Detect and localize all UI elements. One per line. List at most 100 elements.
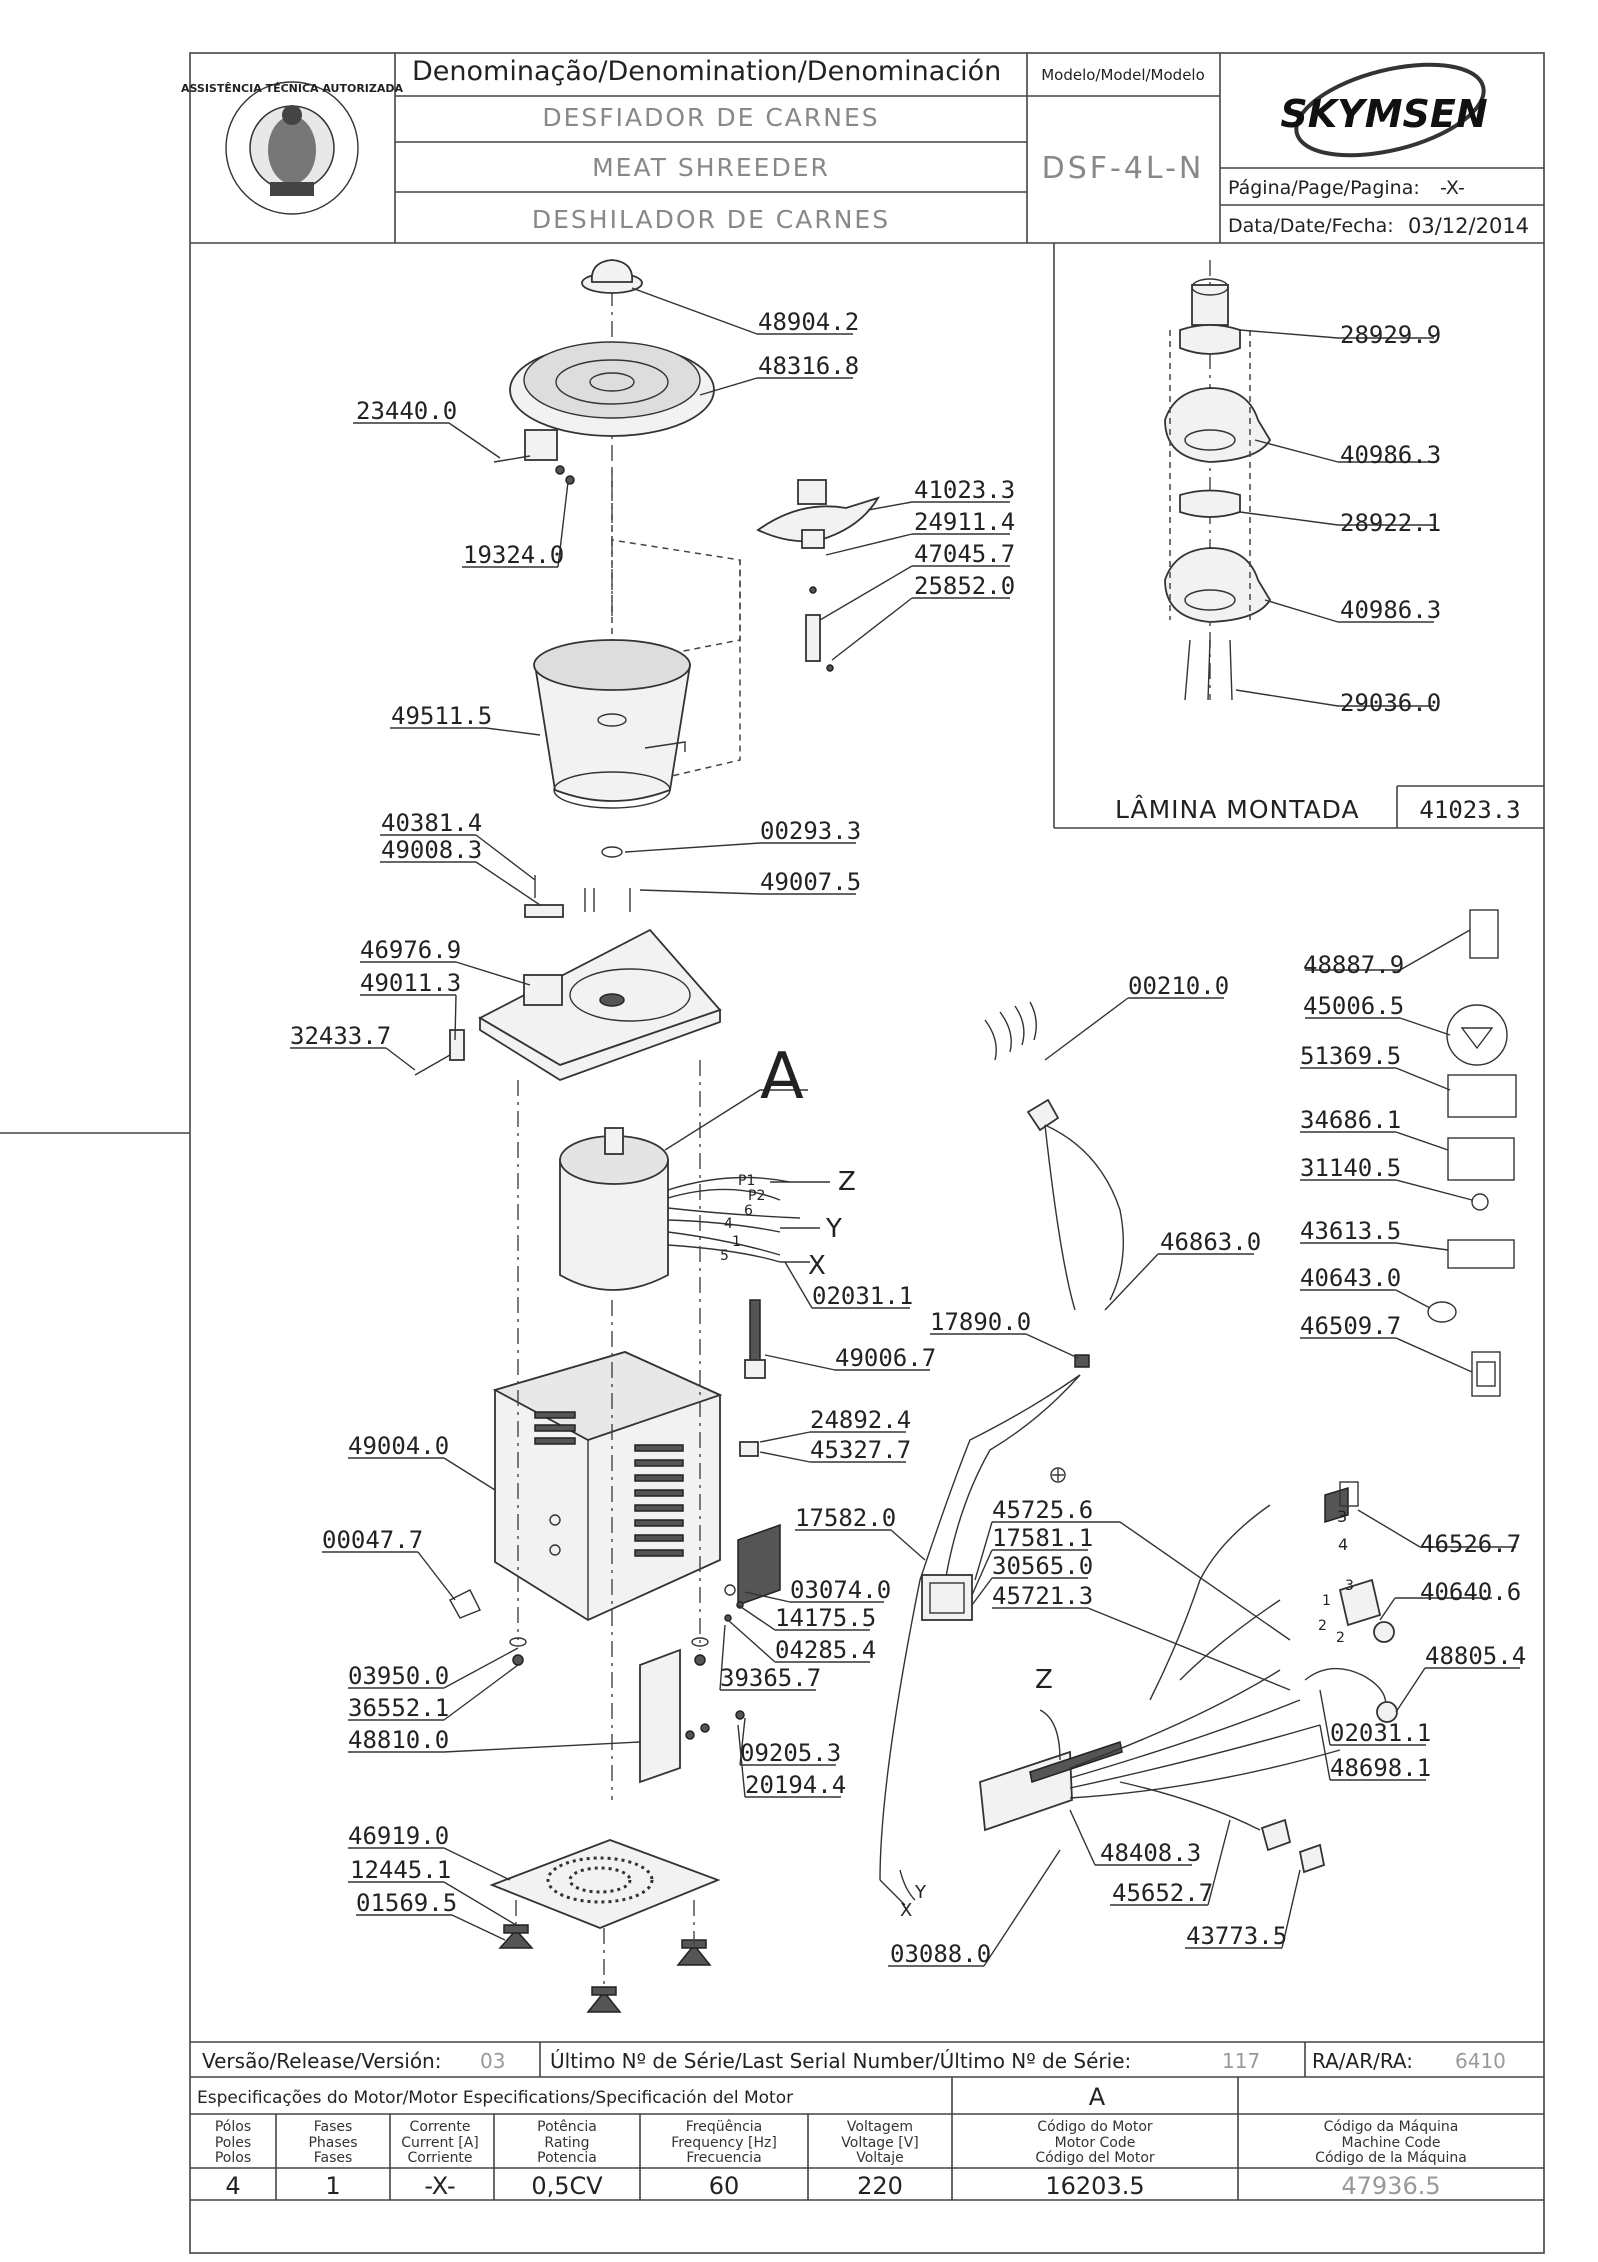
spec-col-8-value: 47936.5 (1341, 2172, 1440, 2200)
elec-callout-46526-7: 46526.7 (1420, 1530, 1521, 1558)
spec-col-3-value: -X- (424, 2172, 455, 2200)
callout-03074-0: 03074.0 (790, 1576, 891, 1604)
elec-callout-48805-4: 48805.4 (1425, 1642, 1526, 1670)
switch-num-3b: 3 (1345, 1578, 1354, 1594)
label-callout-46509-7: 46509.7 (1300, 1312, 1401, 1340)
label-callout-43613-5: 43613.5 (1300, 1217, 1401, 1245)
brand-name: SKYMSEN (1280, 92, 1487, 136)
spec-col-7-l3: Código del Motor (1035, 2150, 1155, 2166)
wire-p1: P1 (738, 1173, 755, 1189)
detail-callout-28922-1: 28922.1 (1340, 509, 1441, 537)
elec-callout-17582-0: 17582.0 (795, 1504, 896, 1532)
spec-col-1-l1: Pólos (215, 2119, 251, 2135)
label-callout-31140-5: 31140.5 (1300, 1154, 1401, 1182)
callout-19324-0: 19324.0 (463, 541, 564, 569)
elec-callout-45725-6: 45725.6 (992, 1496, 1093, 1524)
spec-col-8-l3: Código de la Máquina (1315, 2150, 1467, 2166)
callout-36552-1: 36552.1 (348, 1694, 449, 1722)
spec-col-3-l2: Current [A] (401, 2135, 479, 2151)
callout-02031-1-motor: 02031.1 (812, 1282, 913, 1310)
product-name-pt: DESFIADOR DE CARNES (542, 103, 879, 132)
detail-callout-29036-0: 29036.0 (1340, 689, 1441, 717)
date-label: Data/Date/Fecha: (1228, 215, 1394, 237)
version-value: 03 (480, 2049, 505, 2073)
assembly-letter-a: A (760, 1040, 804, 1114)
spec-col-8-l2: Machine Code (1342, 2135, 1441, 2151)
title-block: ASSISTÊNCIA TÉCNICA AUTORIZADA Denominaç… (181, 53, 1544, 243)
callout-23440-0: 23440.0 (356, 397, 457, 425)
product-name-en: MEAT SHREEDER (592, 153, 830, 182)
callout-39365-7: 39365.7 (720, 1664, 821, 1692)
callout-48810-0: 48810.0 (348, 1726, 449, 1754)
callout-49006-7: 49006.7 (835, 1344, 936, 1372)
electrical-assembly (879, 1001, 1398, 1906)
callout-47045-7: 47045.7 (914, 540, 1015, 568)
wire-p2: P2 (748, 1188, 765, 1204)
switch-num-3: 3 (1337, 1507, 1347, 1526)
elec-callout-48698-1: 48698.1 (1330, 1754, 1431, 1782)
callout-24892-4: 24892.4 (810, 1406, 911, 1434)
bottom-cover (489, 1839, 721, 2013)
bowl (533, 639, 692, 809)
elec-callout-45652-7: 45652.7 (1112, 1879, 1213, 1907)
switch-num-2b: 2 (1336, 1630, 1345, 1646)
callout-numbers-electrical: 00210.0 46863.0 17890.0 17582.0 45725.6 … (795, 972, 1526, 1968)
spec-col-5-l2: Frequency [Hz] (671, 2135, 777, 2151)
label-callout-34686-1: 34686.1 (1300, 1106, 1401, 1134)
feet-hardware (509, 1584, 745, 1784)
seal-text: ASSISTÊNCIA TÉCNICA AUTORIZADA (181, 82, 404, 95)
callout-numbers-detail: 28929.9 40986.3 28922.1 40986.3 29036.0 (1340, 321, 1441, 717)
spec-col-2-l3: Fases (314, 2150, 353, 2166)
denomination-label: Denominação/Denomination/Denominación (412, 56, 1001, 87)
callout-14175-5: 14175.5 (775, 1604, 876, 1632)
elec-callout-17581-1: 17581.1 (992, 1524, 1093, 1552)
base-plate (414, 928, 722, 1081)
callout-03950-0: 03950.0 (348, 1662, 449, 1690)
motor-spec-columns: PólosPolesPolos4FasesPhasesFases1Corrent… (215, 2119, 1467, 2200)
callout-48316-8: 48316.8 (758, 352, 859, 380)
spec-col-1-l2: Poles (215, 2135, 251, 2151)
page-value: -X- (1440, 177, 1465, 199)
label-callout-45006-5: 45006.5 (1303, 992, 1404, 1020)
spec-col-3-l3: Corriente (407, 2150, 472, 2166)
label-callout-40643-0: 40643.0 (1300, 1264, 1401, 1292)
wire-5: 5 (720, 1248, 729, 1264)
terminal-x: X (808, 1251, 826, 1281)
motor-housing (449, 1299, 781, 1622)
callout-46919-0: 46919.0 (348, 1822, 449, 1850)
spec-col-8-l1: Código da Máquina (1324, 2119, 1459, 2135)
spec-col-4-l2: Rating (544, 2135, 589, 2151)
model-label: Modelo/Model/Modelo (1041, 66, 1205, 84)
callout-49511-5: 49511.5 (391, 702, 492, 730)
spec-col-4-value: 0,5CV (531, 2172, 603, 2200)
callout-20194-4: 20194.4 (745, 1771, 846, 1799)
callout-45327-7: 45327.7 (810, 1436, 911, 1464)
callout-40381-4: 40381.4 (381, 809, 482, 837)
coupling-hardware (524, 846, 631, 918)
callout-00047-7: 00047.7 (322, 1526, 423, 1554)
wire-1: 1 (732, 1234, 741, 1250)
main-exploded-assembly (414, 259, 880, 2013)
spec-col-2-l1: Fases (314, 2119, 353, 2135)
product-name-es: DESHILADOR DE CARNES (532, 205, 890, 234)
detail-callout-28929-9: 28929.9 (1340, 321, 1441, 349)
brand-logo: SKYMSEN (1280, 62, 1488, 158)
callout-numbers-main: 48904.2 48316.8 23440.0 19324.0 41023.3 … (290, 308, 1015, 1917)
callout-49008-3: 49008.3 (381, 836, 482, 864)
terminal-z-box: Z (1035, 1665, 1053, 1695)
detail-callout-40986-3-a: 40986.3 (1340, 441, 1441, 469)
terminal-y: Y (825, 1214, 842, 1244)
spec-col-7-l1: Código do Motor (1037, 2119, 1153, 2135)
detail-blade-assembly (1164, 260, 1272, 701)
callout-32433-7: 32433.7 (290, 1022, 391, 1050)
callout-24911-4: 24911.4 (914, 508, 1015, 536)
spec-col-6-l2: Voltage [V] (841, 2135, 918, 2151)
detail-title: LÂMINA MONTADA (1115, 795, 1360, 824)
wire-6: 6 (744, 1203, 753, 1219)
drawing-frame (0, 52, 1545, 2254)
callout-numbers-labels: 48887.9 45006.5 51369.5 34686.1 31140.5 … (1300, 951, 1404, 1340)
spec-col-2-value: 1 (325, 2172, 340, 2200)
elec-callout-43773-5: 43773.5 (1186, 1922, 1287, 1950)
callout-01569-5: 01569.5 (356, 1889, 457, 1917)
